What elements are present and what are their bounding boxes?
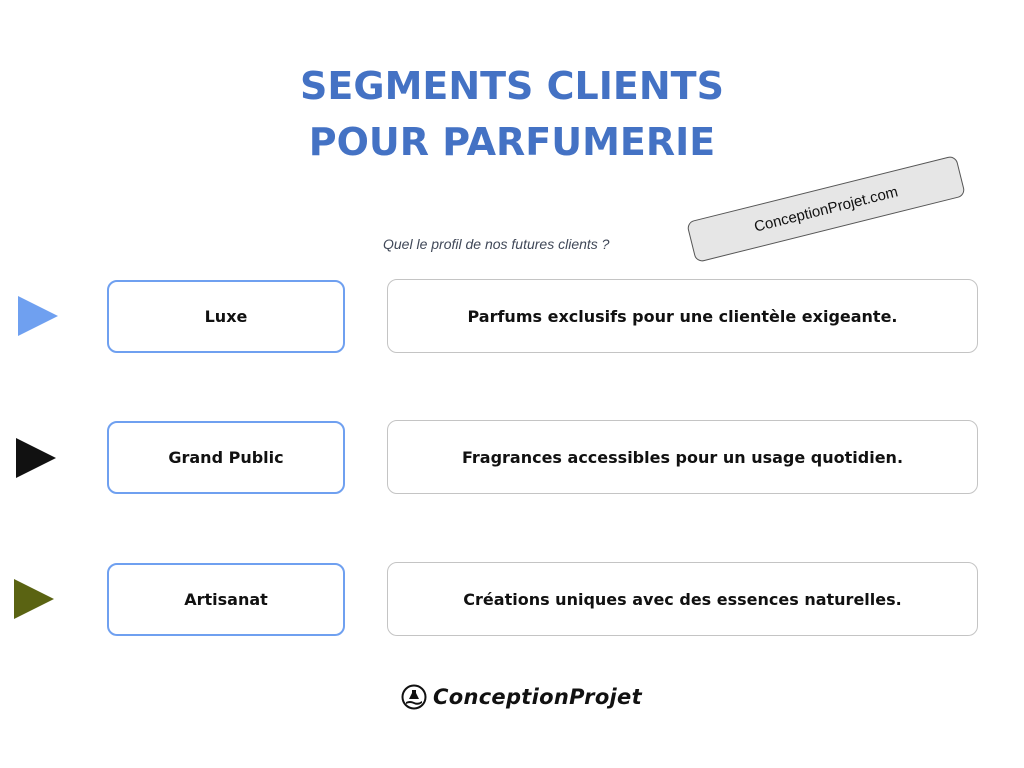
row-arrow-3-icon [14,579,54,619]
description-box-grand-public: Fragrances accessibles pour un usage quo… [387,420,978,494]
description-text: Créations uniques avec des essences natu… [463,589,902,609]
description-box-artisanat: Créations uniques avec des essences natu… [387,562,978,636]
segment-label: Artisanat [184,590,268,609]
description-text: Parfums exclusifs pour une clientèle exi… [467,306,898,326]
description-text: Fragrances accessibles pour un usage quo… [461,447,904,467]
row-arrow-1-icon [18,296,58,336]
description-box-luxe: Parfums exclusifs pour une clientèle exi… [387,279,978,353]
logo-text: ConceptionProjet [433,685,642,709]
footer-logo: ConceptionProjet [401,680,642,714]
page-title: SEGMENTS CLIENTS POUR PARFUMERIE [0,58,1024,170]
title-line-1: SEGMENTS CLIENTS [300,64,724,108]
flask-hand-icon [401,684,427,710]
segment-box-grand-public: Grand Public [107,421,345,494]
segment-box-luxe: Luxe [107,280,345,353]
row-arrow-2-icon [16,438,56,478]
segment-label: Grand Public [168,448,284,467]
segment-label: Luxe [204,307,248,326]
segment-box-artisanat: Artisanat [107,563,345,636]
watermark-stamp: ConceptionProjet.com [686,154,966,264]
title-line-2: POUR PARFUMERIE [308,120,716,164]
subtitle-question: Quel le profil de nos futures clients ? [383,236,610,252]
